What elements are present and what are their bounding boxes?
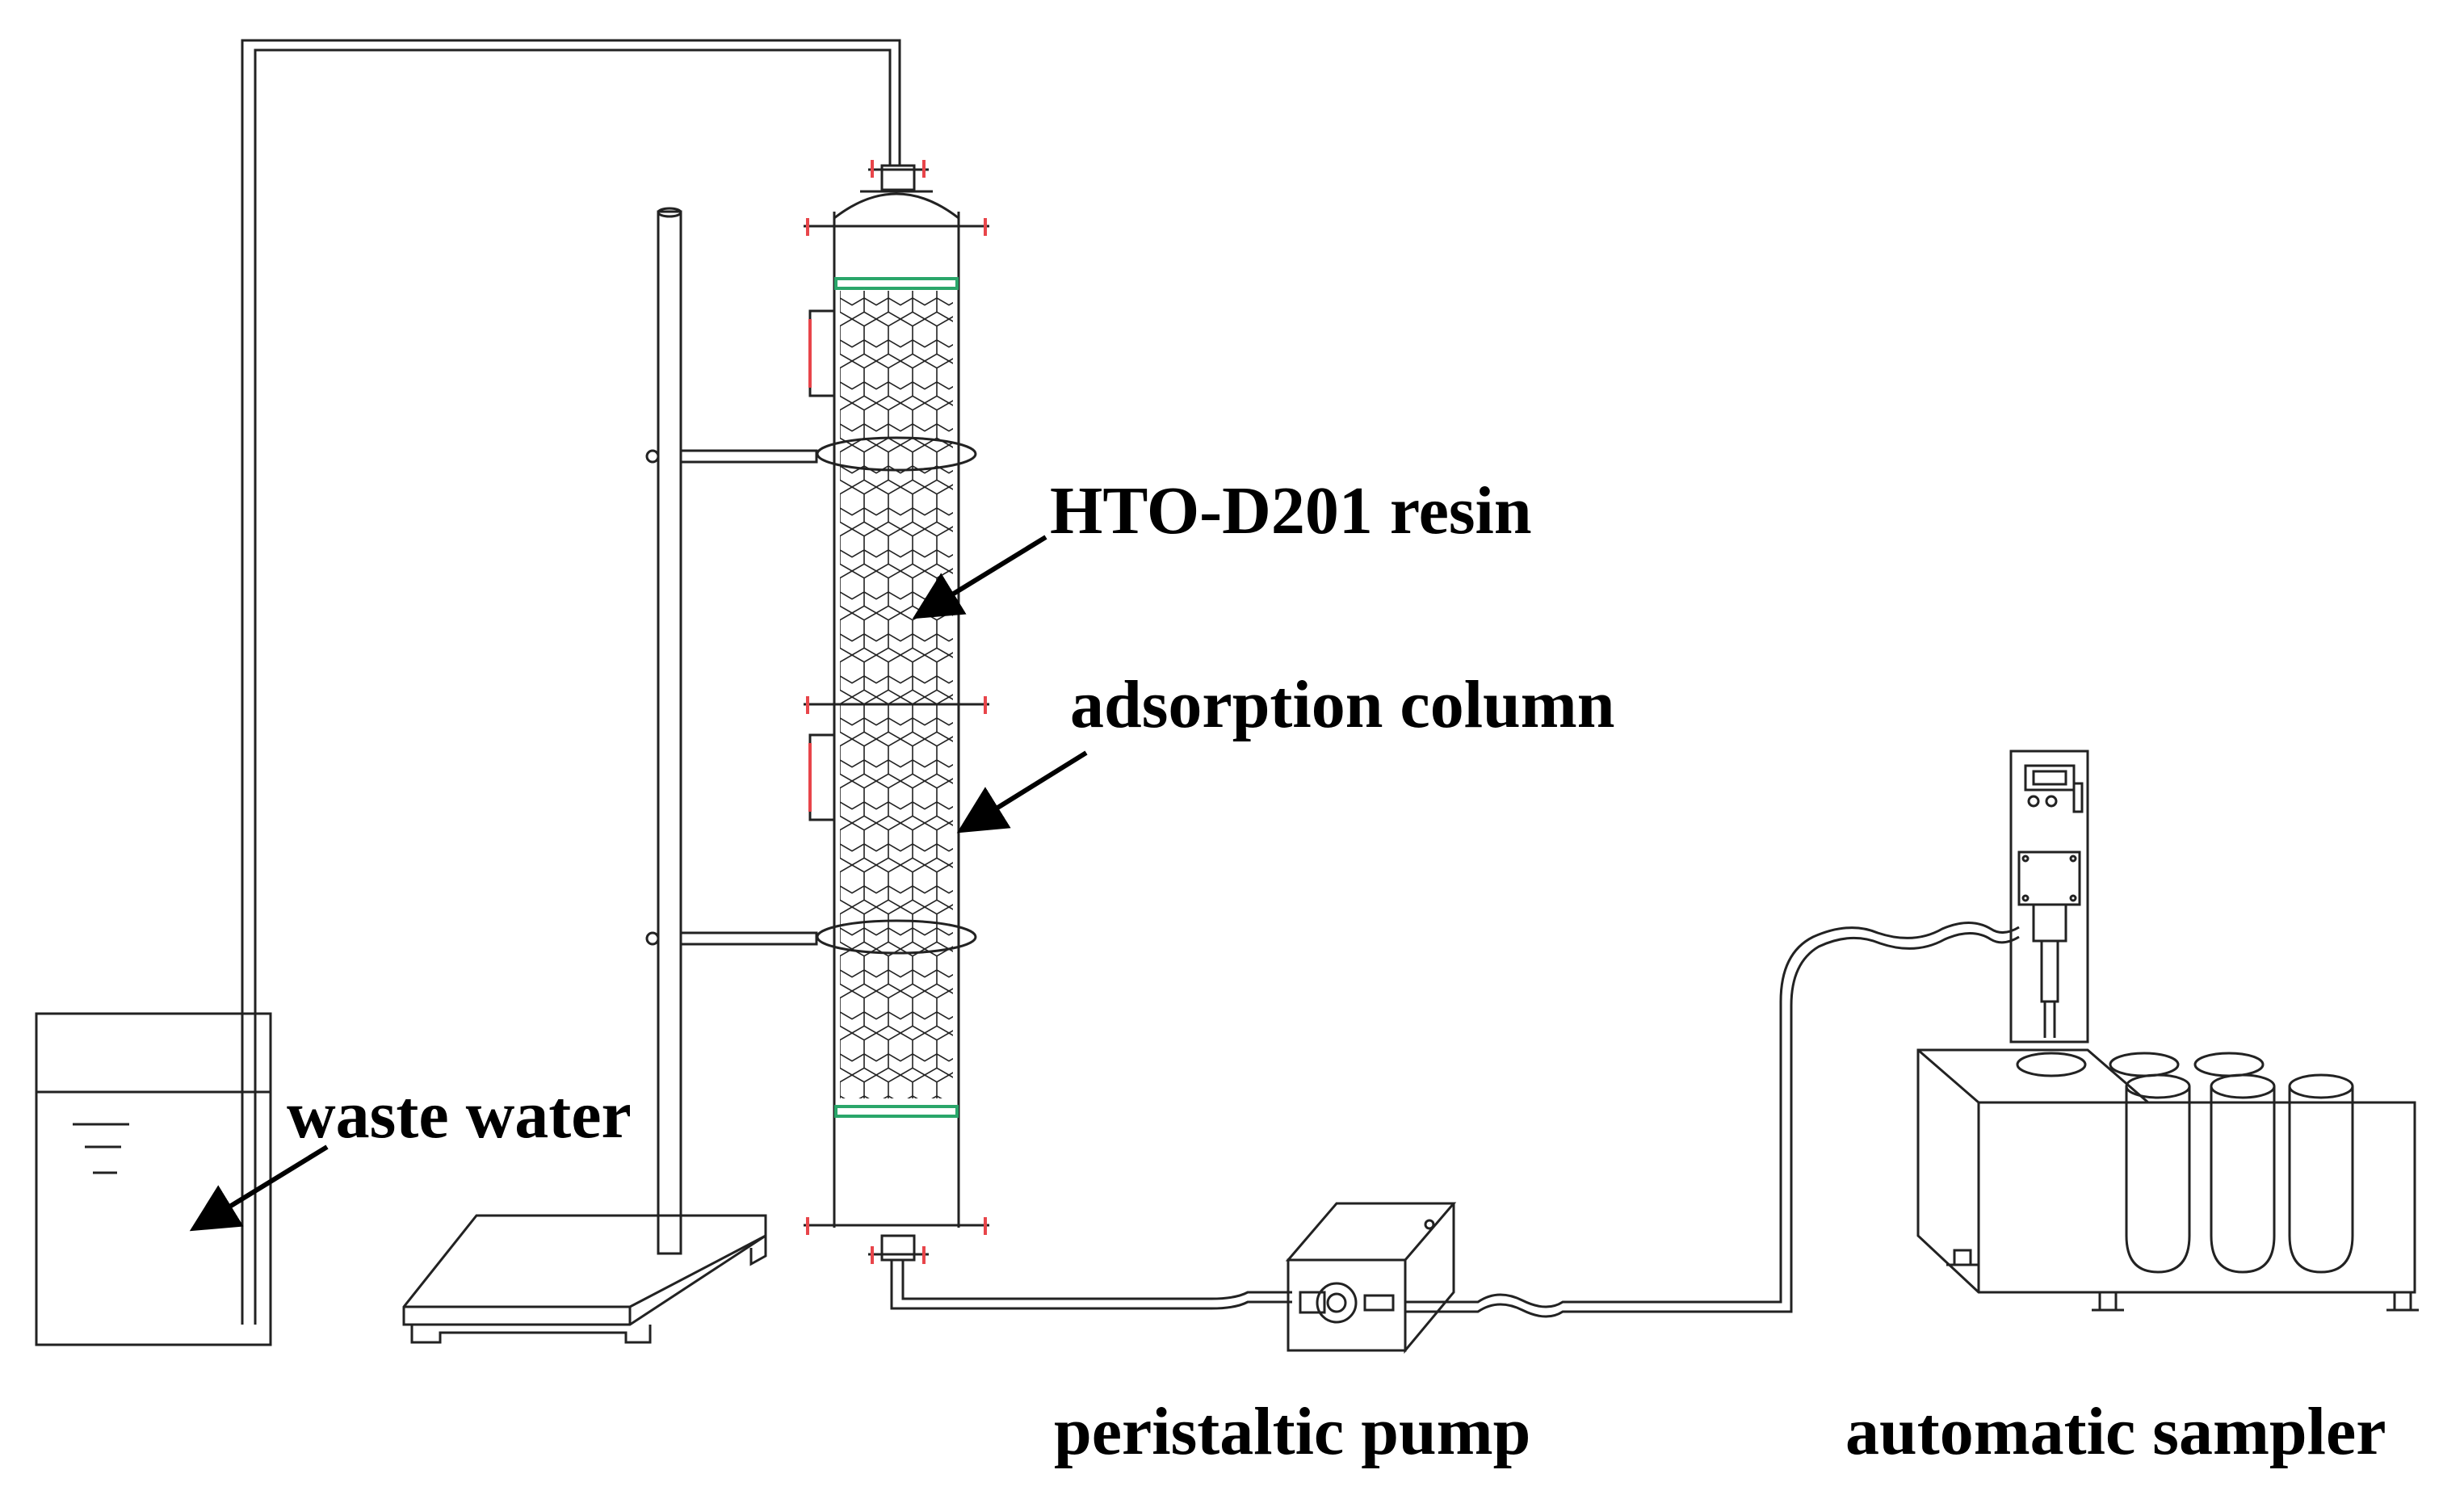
waste-water-arrow: [189, 1144, 329, 1232]
adsorption-column: [804, 160, 989, 1264]
resin-arrow: [912, 535, 1047, 619]
column-arrow: [956, 750, 1088, 834]
waste-water-label: waste water: [287, 1077, 632, 1153]
automatic-sampler: [1916, 750, 2419, 1312]
outlet-tube: [890, 1260, 1292, 1310]
sampler-tube: [1405, 922, 2020, 1318]
sampler-label: automatic sampler: [1845, 1394, 2386, 1469]
waste-water-beaker: [35, 1012, 272, 1346]
feed-tube: [241, 39, 901, 1325]
column-label: adsorption column: [1070, 667, 1614, 742]
resin-label: HTO-D201 resin: [1050, 473, 1532, 548]
pump-label: peristaltic pump: [1054, 1394, 1530, 1469]
peristaltic-pump: [1285, 1202, 1457, 1354]
resin-bed: [840, 291, 953, 1098]
support-stand: [402, 207, 977, 1344]
